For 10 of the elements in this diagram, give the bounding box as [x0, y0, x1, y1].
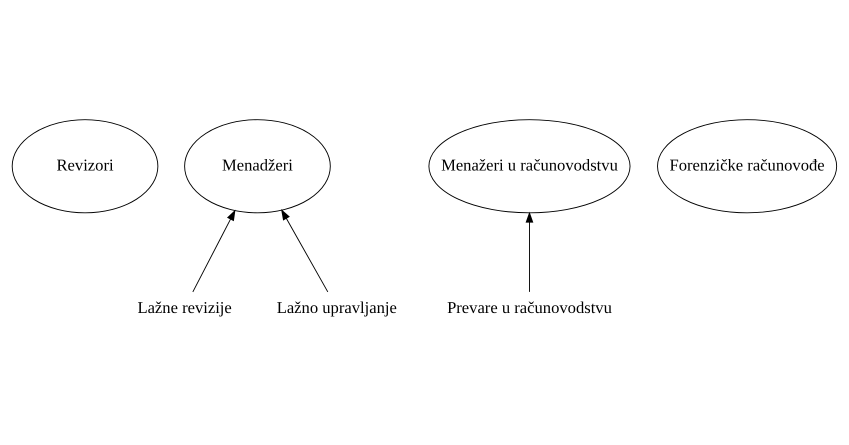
node-ellipse: Revizori	[12, 119, 158, 214]
node-ellipse: Forenzičke računovođe	[657, 119, 838, 214]
node-text: Lažne revizije	[137, 298, 232, 317]
arrow	[281, 209, 328, 292]
node-ellipse: Menažeri u računovodstvu	[428, 119, 630, 214]
node-ellipse: Menadžeri	[184, 119, 331, 214]
arrow	[192, 210, 236, 292]
node-text: Prevare u računovodstvu	[447, 298, 612, 317]
node-text: Lažno upravljanje	[276, 298, 397, 317]
arrow	[526, 212, 534, 292]
